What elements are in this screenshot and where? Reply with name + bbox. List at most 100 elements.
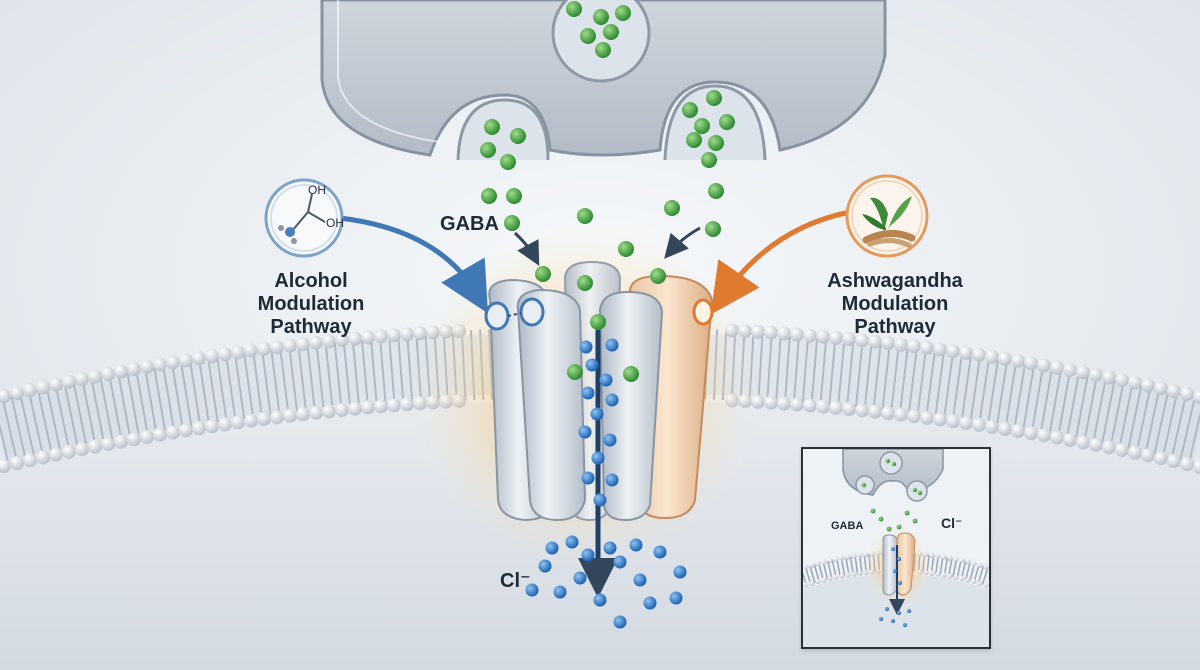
gaba-molecule	[577, 208, 593, 224]
lipid-head	[764, 325, 778, 340]
lipid-head	[809, 580, 815, 586]
lipid-head	[842, 402, 856, 417]
lipid-head	[309, 335, 323, 350]
lipid-head	[971, 578, 977, 585]
lipid-head	[965, 577, 971, 583]
lipid-head	[971, 560, 977, 567]
ashwagandha-binding-site	[692, 298, 714, 326]
lipid-head	[192, 421, 206, 436]
lipid-head	[829, 330, 843, 345]
gaba-molecule	[708, 135, 724, 151]
inset-diagram	[803, 449, 989, 647]
chloride-ion	[538, 559, 552, 573]
gaba-molecule	[481, 188, 497, 204]
gaba-release-arrow-right	[664, 226, 701, 259]
chloride-ion	[581, 471, 595, 485]
lipid-head	[1180, 456, 1194, 471]
chloride-ion	[590, 407, 604, 421]
chloride-ion	[903, 623, 907, 627]
lipid-head	[777, 326, 791, 341]
lipid-head	[1011, 353, 1025, 368]
lipid-head	[881, 406, 895, 421]
lipid-head	[101, 367, 115, 382]
lipid-head	[845, 572, 851, 578]
chloride-ion	[643, 596, 657, 610]
lipid-head	[941, 572, 947, 578]
lipid-head	[907, 409, 921, 424]
lipid-head	[75, 442, 89, 457]
lipid-head	[205, 419, 219, 434]
lipid-head	[977, 580, 983, 586]
lipid-head	[387, 328, 401, 343]
lipid-head	[985, 349, 999, 364]
lipid-head	[205, 349, 219, 364]
lipid-head	[231, 415, 245, 430]
lipid-head	[920, 410, 934, 425]
lipid-head	[953, 556, 959, 562]
lipid-head	[959, 557, 965, 564]
gaba-molecule	[650, 268, 666, 284]
lipid-head	[851, 553, 857, 559]
lipid-head	[803, 582, 809, 588]
chloride-ion	[579, 340, 593, 354]
lipid-head	[959, 346, 973, 361]
lipid-head	[983, 582, 989, 588]
lipid-head	[270, 410, 284, 425]
lipid-head	[1089, 367, 1103, 382]
ethanol-molecule-icon: OH OH	[264, 178, 344, 258]
chloride-ion	[633, 573, 647, 587]
chloride-ion	[553, 585, 567, 599]
chloride-ion	[879, 617, 883, 621]
gaba-molecule	[593, 9, 609, 25]
lipid-head	[998, 421, 1012, 436]
lipid-head	[777, 396, 791, 411]
lipid-head	[815, 578, 821, 585]
lipid-head	[140, 429, 154, 444]
lipid-head	[244, 343, 258, 358]
lipid-head	[1167, 454, 1181, 469]
lipid-head	[998, 351, 1012, 366]
lipid-head	[941, 554, 947, 560]
gaba-molecule	[623, 366, 639, 382]
lipid-head	[231, 345, 245, 360]
lipid-head	[959, 575, 965, 582]
lipid-head	[166, 355, 180, 370]
chloride-ion	[593, 493, 607, 507]
chloride-ion	[591, 451, 605, 465]
lipid-head	[127, 432, 141, 447]
lipid-head	[809, 562, 815, 568]
lipid-head	[1193, 460, 1200, 474]
lipid-head	[1102, 370, 1116, 385]
gaba-molecule	[577, 275, 593, 291]
lipid-head	[972, 417, 986, 432]
lipid-head	[790, 327, 804, 342]
gaba-molecule	[701, 152, 717, 168]
lipid-head	[833, 574, 839, 580]
lipid-head	[816, 329, 830, 344]
chloride-ions	[525, 338, 687, 629]
gaba-molecule	[682, 102, 698, 118]
lipid-head	[75, 372, 89, 387]
chloride-ion	[629, 538, 643, 552]
gaba-molecule	[719, 114, 735, 130]
lipid-head	[335, 402, 349, 417]
lipid-head	[803, 398, 817, 413]
lipid-head	[1063, 432, 1077, 447]
lipid-head	[764, 395, 778, 410]
chloride-ion	[653, 545, 667, 559]
lipid-head	[1154, 451, 1168, 466]
chloride-ion	[605, 338, 619, 352]
chloride-ion	[898, 581, 902, 585]
lipid-head	[348, 401, 362, 416]
lipid-head	[953, 574, 959, 580]
lipid-head	[1089, 437, 1103, 452]
gaba-molecule	[706, 90, 722, 106]
gaba-molecules	[480, 1, 735, 382]
chloride-ion	[599, 373, 613, 387]
gaba-molecule	[480, 142, 496, 158]
gaba-molecule	[896, 524, 902, 530]
chloride-ion	[573, 571, 587, 585]
gaba-molecule	[618, 241, 634, 257]
lipid-head	[1024, 426, 1038, 441]
receptor-subunit-3	[516, 288, 587, 522]
